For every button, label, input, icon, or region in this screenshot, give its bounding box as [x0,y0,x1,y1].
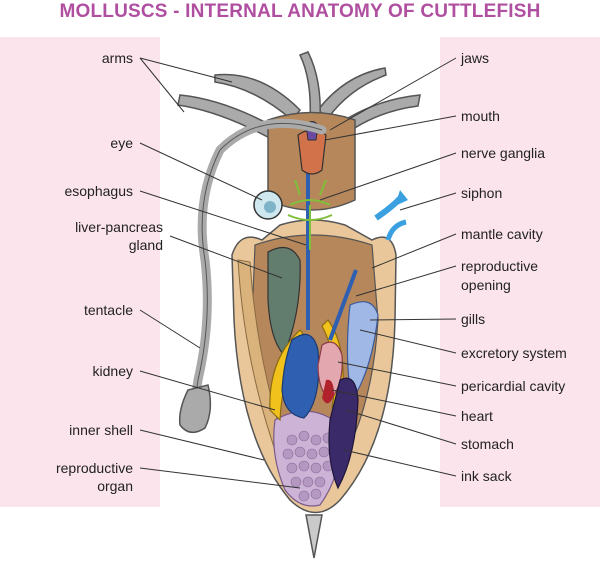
label-esophagus: esophagus [64,183,133,199]
label-mouth: mouth [461,108,500,124]
label-eye: eye [110,135,133,151]
label-inner-shell: inner shell [69,422,133,438]
label-reproductive-organ-line1: reproductive [55,460,133,476]
reproductive-duct [328,269,358,341]
heart-core [322,379,334,404]
leader-lines [139,57,457,489]
right-label-panel [440,37,600,507]
tentacle-club [178,384,212,434]
label-pericardial-cavity: pericardial cavity [461,378,566,394]
label-siphon: siphon [461,185,503,201]
label-heart: heart [461,408,493,424]
label-kidney: kidney [92,363,133,379]
nerve-ganglia [287,179,333,250]
siphon-arrow [395,190,408,206]
label-jaws: jaws [461,50,490,66]
tail-spike [305,514,323,559]
label-liver-pancreas-gland-line1: liver-pancreas [75,219,163,235]
liver-pancreas-gland [267,246,301,357]
label-liver-pancreas-gland-line2: gland [128,237,163,253]
label-arms: arms [101,50,133,66]
ink-sack [328,377,359,490]
label-mantle-cavity: mantle cavity [461,226,543,242]
stomach [281,333,320,419]
label-reproductive-organ-line2: organ [97,478,133,494]
label-tentacle: tentacle [83,302,133,318]
label-excretory-system: excretory system [461,345,567,361]
egg-cluster [282,430,334,502]
label-gills: gills [461,311,486,327]
label-reproductive-opening-line2: opening [461,277,511,293]
siphon-return [385,219,407,241]
label-reproductive-opening-line1: reproductive [461,258,539,274]
label-ink-sack: ink sack [461,468,512,484]
gills [346,301,379,402]
left-label-panel [0,37,160,507]
label-stomach: stomach [461,436,514,452]
diagram-title: MOLLUSCS - INTERNAL ANATOMY OF CUTTLEFIS… [59,1,541,22]
label-nerve-ganglia: nerve ganglia [461,145,546,161]
